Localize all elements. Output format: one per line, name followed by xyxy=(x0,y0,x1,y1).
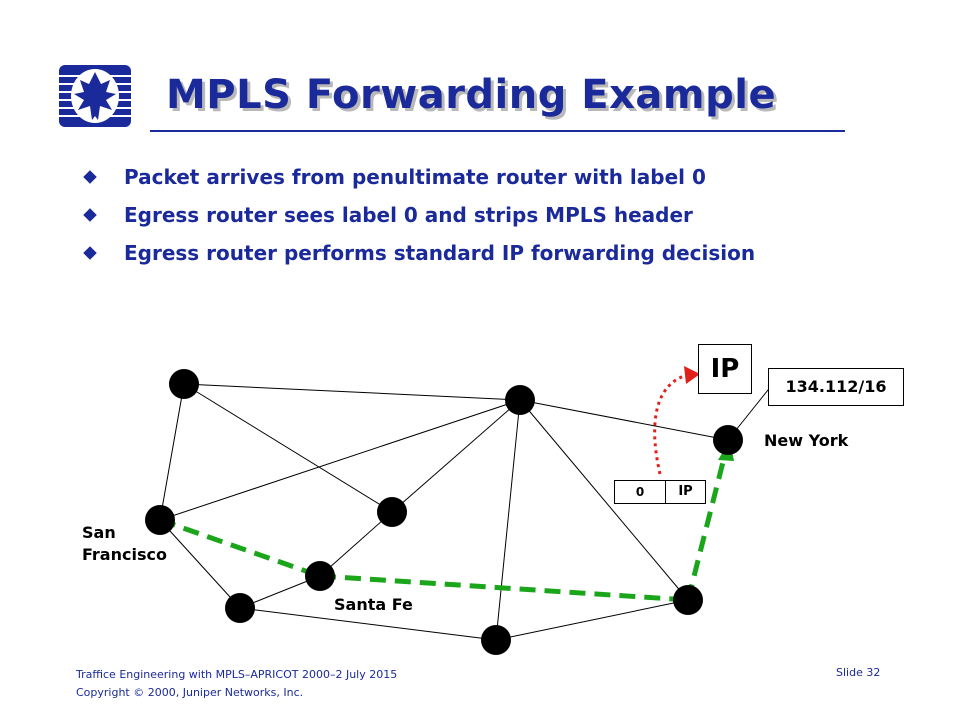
juniper-logo xyxy=(59,65,131,127)
packet-payload: IP xyxy=(665,480,706,504)
footer-line-2: Copyright © 2000, Juniper Networks, Inc. xyxy=(76,686,304,699)
footer-line-1: Traffice Engineering with MPLS–APRICOT 2… xyxy=(76,668,398,681)
bullet-text: Packet arrives from penultimate router w… xyxy=(124,165,706,189)
router-node-san-francisco xyxy=(145,505,175,535)
bullet-item: Packet arrives from penultimate router w… xyxy=(83,158,755,196)
ip-box: IP xyxy=(698,344,752,394)
strip-arrow xyxy=(653,374,685,475)
router-node xyxy=(481,625,511,655)
router-nodes xyxy=(145,369,743,655)
router-node-new-york xyxy=(713,425,743,455)
router-node-santa-fe xyxy=(305,561,335,591)
label-santa-fe: Santa Fe xyxy=(334,595,413,614)
title-underline xyxy=(150,130,845,132)
slide-title: MPLS Forwarding Example xyxy=(166,72,777,118)
slide-number: Slide 32 xyxy=(836,666,881,679)
router-node xyxy=(505,385,535,415)
prefix-box: 134.112/16 xyxy=(768,368,904,406)
strip-arrowhead xyxy=(684,366,700,384)
bullet-text: Egress router sees label 0 and strips MP… xyxy=(124,203,693,227)
bullet-text: Egress router performs standard IP forwa… xyxy=(124,241,756,265)
bullet-item: Egress router performs standard IP forwa… xyxy=(83,234,756,272)
labeled-packet: 0 IP xyxy=(614,480,706,504)
packet-label: 0 xyxy=(614,480,666,504)
topology-links xyxy=(159,379,777,641)
bullet-item: Egress router sees label 0 and strips MP… xyxy=(83,196,755,234)
lsp-path xyxy=(159,457,727,603)
router-node-egress-penultimate xyxy=(673,585,703,615)
label-san-francisco: San Francisco xyxy=(82,523,167,564)
router-node xyxy=(377,497,407,527)
router-node xyxy=(169,369,199,399)
router-node xyxy=(225,593,255,623)
bullet-list: Packet arrives from penultimate router w… xyxy=(83,158,756,272)
label-new-york: New York xyxy=(764,431,849,450)
